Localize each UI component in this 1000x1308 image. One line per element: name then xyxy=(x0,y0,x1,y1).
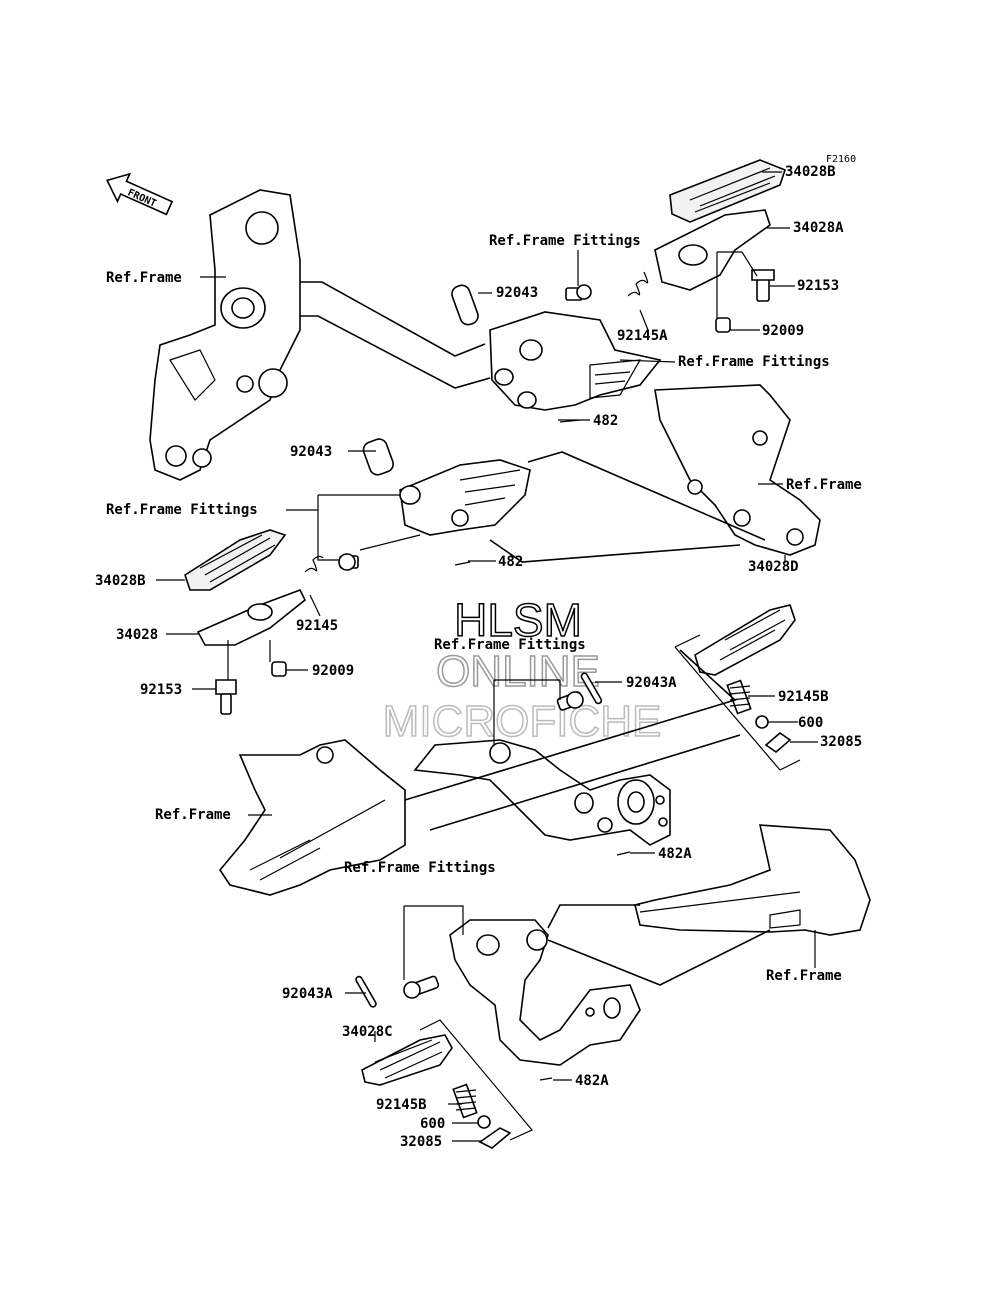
spring-92145 xyxy=(304,555,324,573)
watermark-line2: ONLINE xyxy=(436,647,600,696)
ball-600-bottom xyxy=(477,1115,491,1129)
detent-32085-right xyxy=(764,731,792,754)
callout-92043A-bottom: 92043A xyxy=(282,986,333,1002)
callout-ref-frame-fittings-3: Ref.Frame Fittings xyxy=(106,502,258,518)
callout-92145: 92145 xyxy=(296,618,338,634)
bolt-92009-left xyxy=(271,661,287,677)
frame-part-upper-left xyxy=(149,189,301,481)
callout-34028: 34028 xyxy=(116,627,158,643)
callout-482A-lower: 482A xyxy=(575,1073,609,1089)
callout-34028A: 34028A xyxy=(793,220,844,236)
callout-92153-left: 92153 xyxy=(140,682,182,698)
diagram-code: F2160 xyxy=(826,154,856,165)
callout-34028B-top: 34028B xyxy=(785,164,836,180)
footpeg-34028C xyxy=(361,1034,453,1086)
callout-ref-frame-4: Ref.Frame xyxy=(766,968,842,984)
callout-34028C: 34028C xyxy=(342,1024,393,1040)
callout-ref-frame-2: Ref.Frame xyxy=(786,477,862,493)
callout-92145B-right: 92145B xyxy=(778,689,829,705)
frame-part-lower-left xyxy=(219,739,406,896)
pin-482A-center xyxy=(616,851,631,856)
spring-92145A xyxy=(627,271,649,297)
pin-92043A-top xyxy=(580,672,603,705)
callout-482-top: 482 xyxy=(593,413,618,429)
leader-path-frame-to-bracket xyxy=(300,281,486,357)
callout-600-right: 600 xyxy=(798,715,823,731)
ball-600-right xyxy=(755,715,769,729)
watermark-line1: HLSM xyxy=(454,594,582,646)
callout-32085-bottom: 32085 xyxy=(400,1134,442,1150)
spring-92145B-right xyxy=(726,679,752,715)
footpeg-34028D xyxy=(694,604,796,676)
callout-92145B-bottom: 92145B xyxy=(376,1097,427,1113)
pin-92043-top xyxy=(451,284,479,326)
bolt-92009-top xyxy=(715,317,731,333)
callout-482-center: 482 xyxy=(498,554,523,570)
callout-482A-center: 482A xyxy=(658,846,692,862)
bolt-center-left xyxy=(338,553,359,571)
bracket-center-lower xyxy=(413,739,671,846)
callout-ref-frame-fittings-1: Ref.Frame Fittings xyxy=(489,233,641,249)
footpeg-rubber-34028B-left xyxy=(184,529,287,591)
bolt-lower xyxy=(403,975,440,999)
callout-ref-frame-fittings-5: Ref.Frame Fittings xyxy=(344,860,496,876)
callout-92009-top: 92009 xyxy=(762,323,804,339)
bolt-92153-left xyxy=(215,679,237,715)
callout-32085-right: 32085 xyxy=(820,734,862,750)
frame-part-right-middle xyxy=(654,384,821,556)
bracket-center-left xyxy=(399,459,531,536)
bracket-upper-right xyxy=(489,311,662,411)
watermark-line3: MICROFICHE xyxy=(383,697,662,746)
front-arrow-icon: FRONT xyxy=(105,172,174,216)
footpeg-34028A xyxy=(654,209,771,291)
bracket-lower xyxy=(449,919,641,1066)
pin-92043A-bottom xyxy=(355,975,377,1008)
watermark: HLSM ONLINE MICROFICHE xyxy=(382,593,662,747)
bolt-center-lower xyxy=(556,691,584,711)
callout-34028D: 34028D xyxy=(748,559,799,575)
frame-part-lower-right xyxy=(634,824,871,936)
callout-labels: 34028B 34028A 92153 92009 92145A Ref.Fra… xyxy=(95,164,862,1150)
callout-34028B-left: 34028B xyxy=(95,573,146,589)
callout-ref-frame-fittings-4: Ref.Frame Fittings xyxy=(434,637,586,653)
callout-92043-center: 92043 xyxy=(290,444,332,460)
callout-92145A: 92145A xyxy=(617,328,668,344)
callout-ref-frame-3: Ref.Frame xyxy=(155,807,231,823)
pin-482-center xyxy=(454,561,471,566)
callout-92009-left: 92009 xyxy=(312,663,354,679)
callout-600-bottom: 600 xyxy=(420,1116,445,1132)
bolt-92153-top xyxy=(751,269,775,302)
callout-ref-frame-1: Ref.Frame xyxy=(106,270,182,286)
spring-92145B-bottom xyxy=(452,1083,478,1119)
pin-482A-lower xyxy=(539,1077,553,1081)
footpeg-34028 xyxy=(196,588,307,646)
callout-92153-top: 92153 xyxy=(797,278,839,294)
callout-92043A-top: 92043A xyxy=(626,675,677,691)
pin-92043-center xyxy=(362,438,394,476)
callout-92043-top: 92043 xyxy=(496,285,538,301)
footpeg-rubber-34028B-top xyxy=(669,159,786,223)
leader-lines xyxy=(156,171,818,1142)
bolt-top xyxy=(565,284,592,301)
detent-32085-bottom xyxy=(478,1127,512,1149)
callout-ref-frame-fittings-2: Ref.Frame Fittings xyxy=(678,354,830,370)
